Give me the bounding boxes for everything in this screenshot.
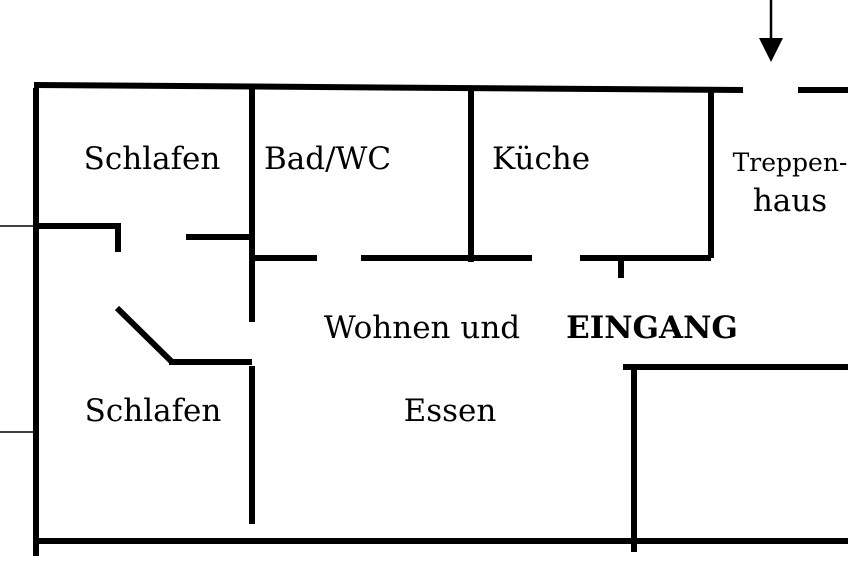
entrance-label: EINGANG [566, 310, 738, 346]
room-label-living-line2: Essen [404, 393, 497, 429]
room-label-bathroom: Bad/WC [264, 141, 391, 177]
room-label-bedroom-bottom: Schlafen [85, 393, 222, 429]
room-label-kitchen: Küche [492, 141, 590, 177]
room-label-bedroom-top: Schlafen [84, 141, 221, 177]
exterior-lines [0, 225, 36, 433]
arrow-down-icon [759, 0, 783, 62]
room-label-living-line1: Wohnen und [324, 310, 520, 346]
walls [33, 82, 848, 556]
door-swing [114, 305, 175, 365]
outer-wall-top [33, 82, 744, 93]
room-label-stairwell-line1: Treppen- [733, 148, 848, 177]
room-label-stairwell-line2: haus [753, 183, 827, 219]
